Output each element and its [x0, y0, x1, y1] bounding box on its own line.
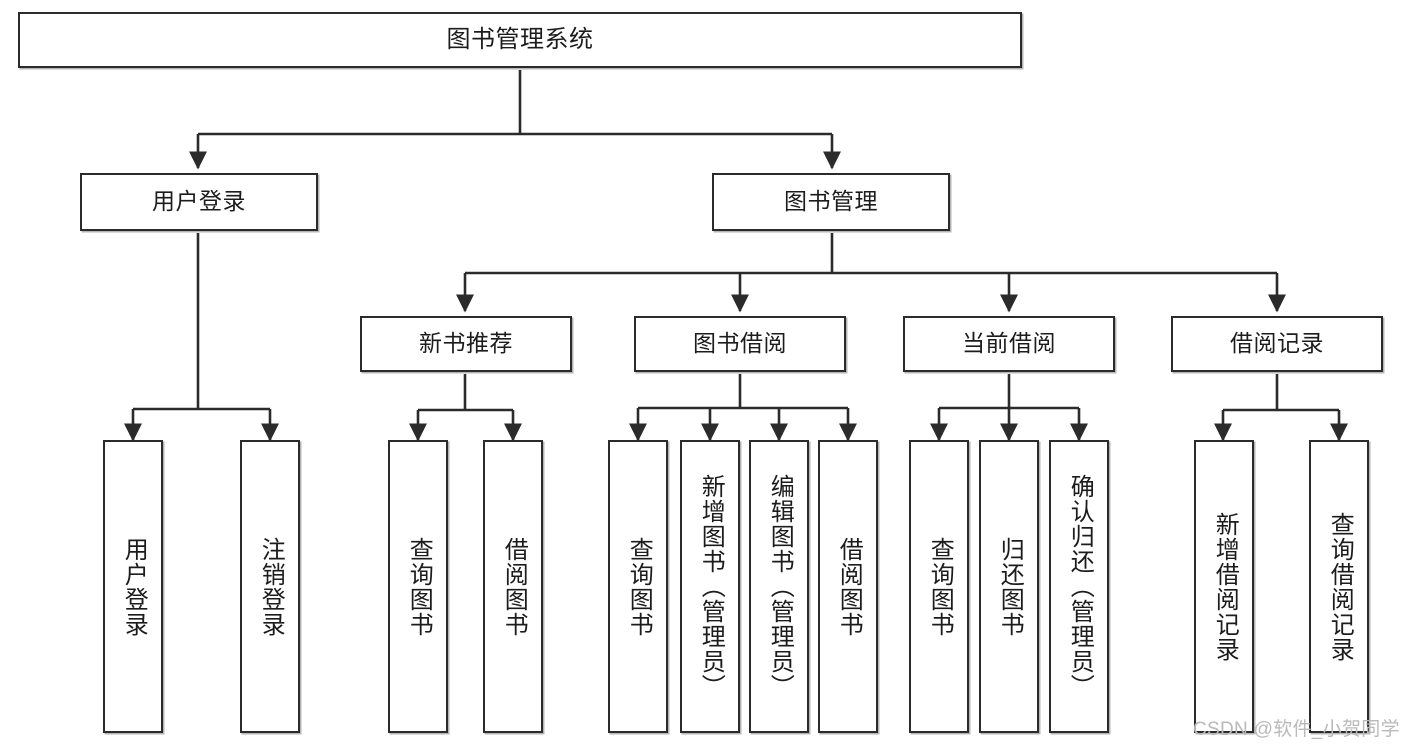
node-label: 查询图书 — [926, 536, 954, 637]
node-label: 查询图书 — [625, 536, 653, 637]
leaf-borrow-edit-book-admin[interactable]: 编辑图书（管理员） — [749, 440, 809, 733]
leaf-user-login-login[interactable]: 用户登录 — [103, 440, 163, 733]
node-label: 新增借阅记录 — [1211, 511, 1239, 662]
leaf-new-book-borrow-book[interactable]: 借阅图书 — [483, 440, 543, 733]
leaf-borrow-query-book[interactable]: 查询图书 — [608, 440, 668, 733]
node-label: 确认归还（管理员） — [1066, 474, 1094, 699]
node-current-borrow[interactable]: 当前借阅 — [903, 316, 1115, 372]
leaf-current-confirm-return-admin[interactable]: 确认归还（管理员） — [1049, 440, 1109, 733]
leaf-record-add-record[interactable]: 新增借阅记录 — [1194, 440, 1254, 733]
node-label: 查询借阅记录 — [1326, 511, 1354, 662]
node-label: 当前借阅 — [962, 330, 1056, 357]
node-borrow-record[interactable]: 借阅记录 — [1171, 316, 1383, 372]
node-label: 新书推荐 — [419, 330, 513, 357]
node-root-book-management-system[interactable]: 图书管理系统 — [18, 12, 1022, 68]
node-label: 图书管理 — [784, 188, 878, 215]
leaf-user-login-logout[interactable]: 注销登录 — [240, 440, 300, 733]
leaf-borrow-add-book-admin[interactable]: 新增图书（管理员） — [680, 440, 740, 733]
node-book-borrow[interactable]: 图书借阅 — [634, 316, 846, 372]
leaf-new-book-query-book[interactable]: 查询图书 — [388, 440, 448, 733]
node-label: 借阅记录 — [1230, 330, 1324, 357]
node-label: 图书借阅 — [693, 330, 787, 357]
leaf-current-return-book[interactable]: 归还图书 — [979, 440, 1039, 733]
node-new-book-recommend[interactable]: 新书推荐 — [360, 316, 572, 372]
csdn-watermark: CSDN @软件_小贺同学 — [1193, 719, 1400, 740]
node-label: 借阅图书 — [835, 536, 863, 637]
node-user-login[interactable]: 用户登录 — [80, 173, 318, 231]
leaf-current-query-book[interactable]: 查询图书 — [909, 440, 969, 733]
node-label: 用户登录 — [152, 188, 246, 215]
node-label: 用户登录 — [120, 536, 148, 637]
node-label: 归还图书 — [996, 536, 1024, 637]
node-label: 查询图书 — [405, 536, 433, 637]
node-book-management[interactable]: 图书管理 — [712, 173, 950, 231]
leaf-borrow-borrow-book[interactable]: 借阅图书 — [818, 440, 878, 733]
node-label: 新增图书（管理员） — [697, 474, 725, 699]
node-label: 注销登录 — [257, 536, 285, 637]
node-label: 图书管理系统 — [446, 25, 594, 53]
node-label: 借阅图书 — [500, 536, 528, 637]
leaf-record-query-record[interactable]: 查询借阅记录 — [1309, 440, 1369, 733]
node-label: 编辑图书（管理员） — [766, 474, 794, 699]
